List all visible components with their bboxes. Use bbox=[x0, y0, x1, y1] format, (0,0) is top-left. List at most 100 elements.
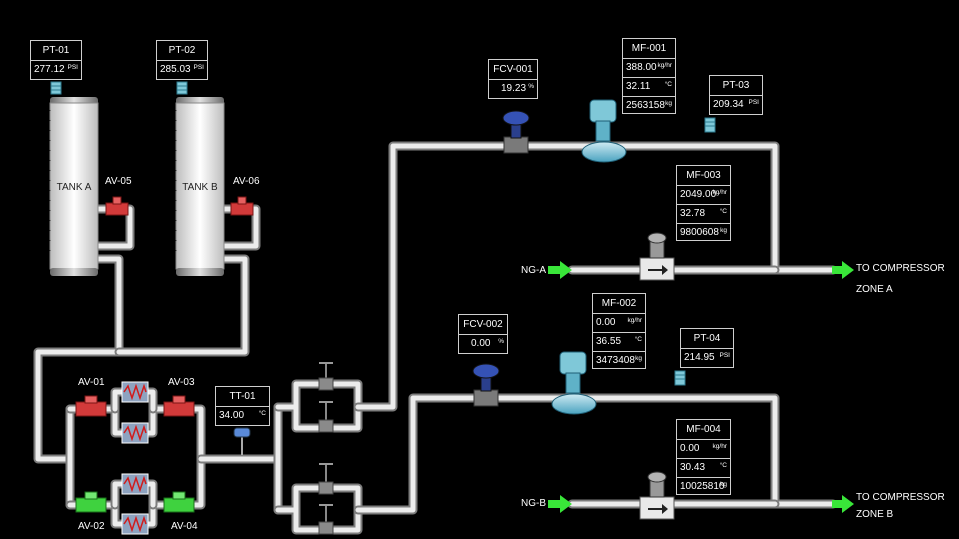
tt01-unit: °C bbox=[258, 410, 266, 417]
mf004-meter-icon bbox=[639, 471, 675, 520]
pt03-value: 209.34 bbox=[713, 99, 744, 110]
manual-valve-3-icon[interactable] bbox=[318, 463, 334, 495]
mf004-total: 10025810 bbox=[680, 481, 725, 492]
fcv001-value: 19.23 bbox=[501, 83, 527, 94]
av03-valve-icon[interactable] bbox=[163, 395, 195, 417]
mf004-flow-unit: kg/hr bbox=[712, 443, 727, 450]
mf001-flow-unit: kg/hr bbox=[657, 62, 672, 69]
fcv001-display[interactable]: FCV-001 19.23% bbox=[488, 59, 538, 99]
mf001-flow: 388.00 bbox=[626, 62, 657, 73]
fcv002-display[interactable]: FCV-002 0.00% bbox=[458, 314, 508, 354]
av06-label: AV-06 bbox=[233, 176, 260, 187]
mf002-total: 3473408 bbox=[596, 355, 635, 366]
av04-valve-icon[interactable] bbox=[163, 491, 195, 513]
fcv002-valve-icon[interactable] bbox=[472, 363, 500, 407]
pt02-tag: PT-02 bbox=[157, 41, 207, 61]
pt04-unit: PSI bbox=[719, 352, 730, 359]
tank-a bbox=[49, 97, 99, 276]
mf003-total-unit: kg bbox=[720, 227, 727, 234]
fcv001-valve-icon[interactable] bbox=[502, 110, 530, 154]
pt03-display[interactable]: PT-03 209.34 PSI bbox=[709, 75, 763, 115]
av02-label: AV-02 bbox=[78, 521, 105, 532]
manual-valve-2-icon[interactable] bbox=[318, 401, 334, 433]
mf001-temp-unit: °C bbox=[664, 81, 672, 88]
av05-valve-icon[interactable] bbox=[105, 196, 129, 216]
zone-b-outlet-arrow-icon bbox=[832, 495, 854, 513]
zone-a-outlet-line1: TO COMPRESSOR bbox=[856, 263, 945, 274]
heater-3-icon bbox=[121, 473, 149, 495]
tt01-display[interactable]: TT-01 34.00 °C bbox=[215, 386, 270, 426]
mf004-temp: 30.43 bbox=[680, 462, 706, 473]
tt01-sensor-icon bbox=[233, 427, 251, 455]
tank-b-label: TANK B bbox=[182, 182, 218, 193]
fcv001-unit: % bbox=[528, 83, 534, 90]
zone-a-outlet-arrow-icon bbox=[832, 261, 854, 279]
mf004-temp-unit: °C bbox=[719, 462, 727, 469]
pt04-value: 214.95 bbox=[684, 352, 715, 363]
tank-b bbox=[175, 97, 225, 276]
pt03-tag: PT-03 bbox=[710, 76, 762, 96]
mf002-total-unit: kg bbox=[635, 355, 642, 362]
nga-label: NG-A bbox=[521, 265, 546, 276]
mf003-total: 9800608 bbox=[680, 227, 719, 238]
manual-valve-1-icon[interactable] bbox=[318, 362, 334, 391]
fcv002-tag: FCV-002 bbox=[459, 315, 507, 335]
mf003-temp-unit: °C bbox=[719, 208, 727, 215]
pt03-sensor-icon bbox=[704, 117, 716, 133]
nga-inlet-arrow-icon bbox=[548, 261, 572, 279]
pt01-unit: PSI bbox=[67, 64, 78, 71]
fcv001-tag: FCV-001 bbox=[489, 60, 537, 80]
pt04-tag: PT-04 bbox=[681, 329, 733, 349]
tank-a-label: TANK A bbox=[56, 182, 92, 193]
mf003-flow: 2049.00 bbox=[680, 189, 717, 200]
av03-label: AV-03 bbox=[168, 377, 195, 388]
zone-a-outlet-line2: ZONE A bbox=[856, 284, 893, 295]
mf001-tag: MF-001 bbox=[623, 39, 675, 59]
pt02-value: 285.03 bbox=[160, 64, 191, 75]
mf003-tag: MF-003 bbox=[677, 166, 730, 186]
av02-valve-icon[interactable] bbox=[75, 491, 107, 513]
pt02-unit: PSI bbox=[193, 64, 204, 71]
av06-valve-icon[interactable] bbox=[230, 196, 254, 216]
mf004-tag: MF-004 bbox=[677, 420, 730, 440]
heater-4-icon bbox=[121, 513, 149, 535]
ngb-inlet-arrow-icon bbox=[548, 495, 572, 513]
mf003-temp: 32.78 bbox=[680, 208, 706, 219]
mf002-tag: MF-002 bbox=[593, 294, 645, 314]
tt01-tag: TT-01 bbox=[216, 387, 269, 407]
heater-2-icon bbox=[121, 422, 149, 444]
fcv002-unit: % bbox=[498, 338, 504, 345]
mf002-temp-unit: °C bbox=[634, 336, 642, 343]
mf002-temp: 36.55 bbox=[596, 336, 622, 347]
tt01-value: 34.00 bbox=[219, 410, 245, 421]
pt01-value: 277.12 bbox=[34, 64, 65, 75]
pt01-sensor-icon bbox=[50, 81, 62, 95]
mf001-temp: 32.11 bbox=[626, 81, 651, 92]
mf001-meter-icon bbox=[581, 99, 627, 163]
zone-b-outlet-line2: ZONE B bbox=[856, 509, 894, 520]
mf002-flow-unit: kg/hr bbox=[627, 317, 642, 324]
av04-label: AV-04 bbox=[171, 521, 198, 532]
pt03-unit: PSI bbox=[748, 99, 759, 106]
mf003-flow-unit: kg/hr bbox=[712, 189, 727, 196]
heater-1-icon bbox=[121, 381, 149, 403]
ngb-label: NG-B bbox=[521, 498, 546, 509]
pt02-sensor-icon bbox=[176, 81, 188, 95]
av01-label: AV-01 bbox=[78, 377, 105, 388]
pt01-tag: PT-01 bbox=[31, 41, 81, 61]
fcv002-value: 0.00 bbox=[471, 338, 491, 349]
pt04-display[interactable]: PT-04 214.95 PSI bbox=[680, 328, 734, 368]
av01-valve-icon[interactable] bbox=[75, 395, 107, 417]
manual-valve-4-icon[interactable] bbox=[318, 504, 334, 535]
mf004-total-unit: kg bbox=[720, 481, 727, 488]
mf002-meter-icon bbox=[551, 351, 597, 415]
mf003-meter-icon bbox=[639, 232, 675, 281]
av05-label: AV-05 bbox=[105, 176, 132, 187]
